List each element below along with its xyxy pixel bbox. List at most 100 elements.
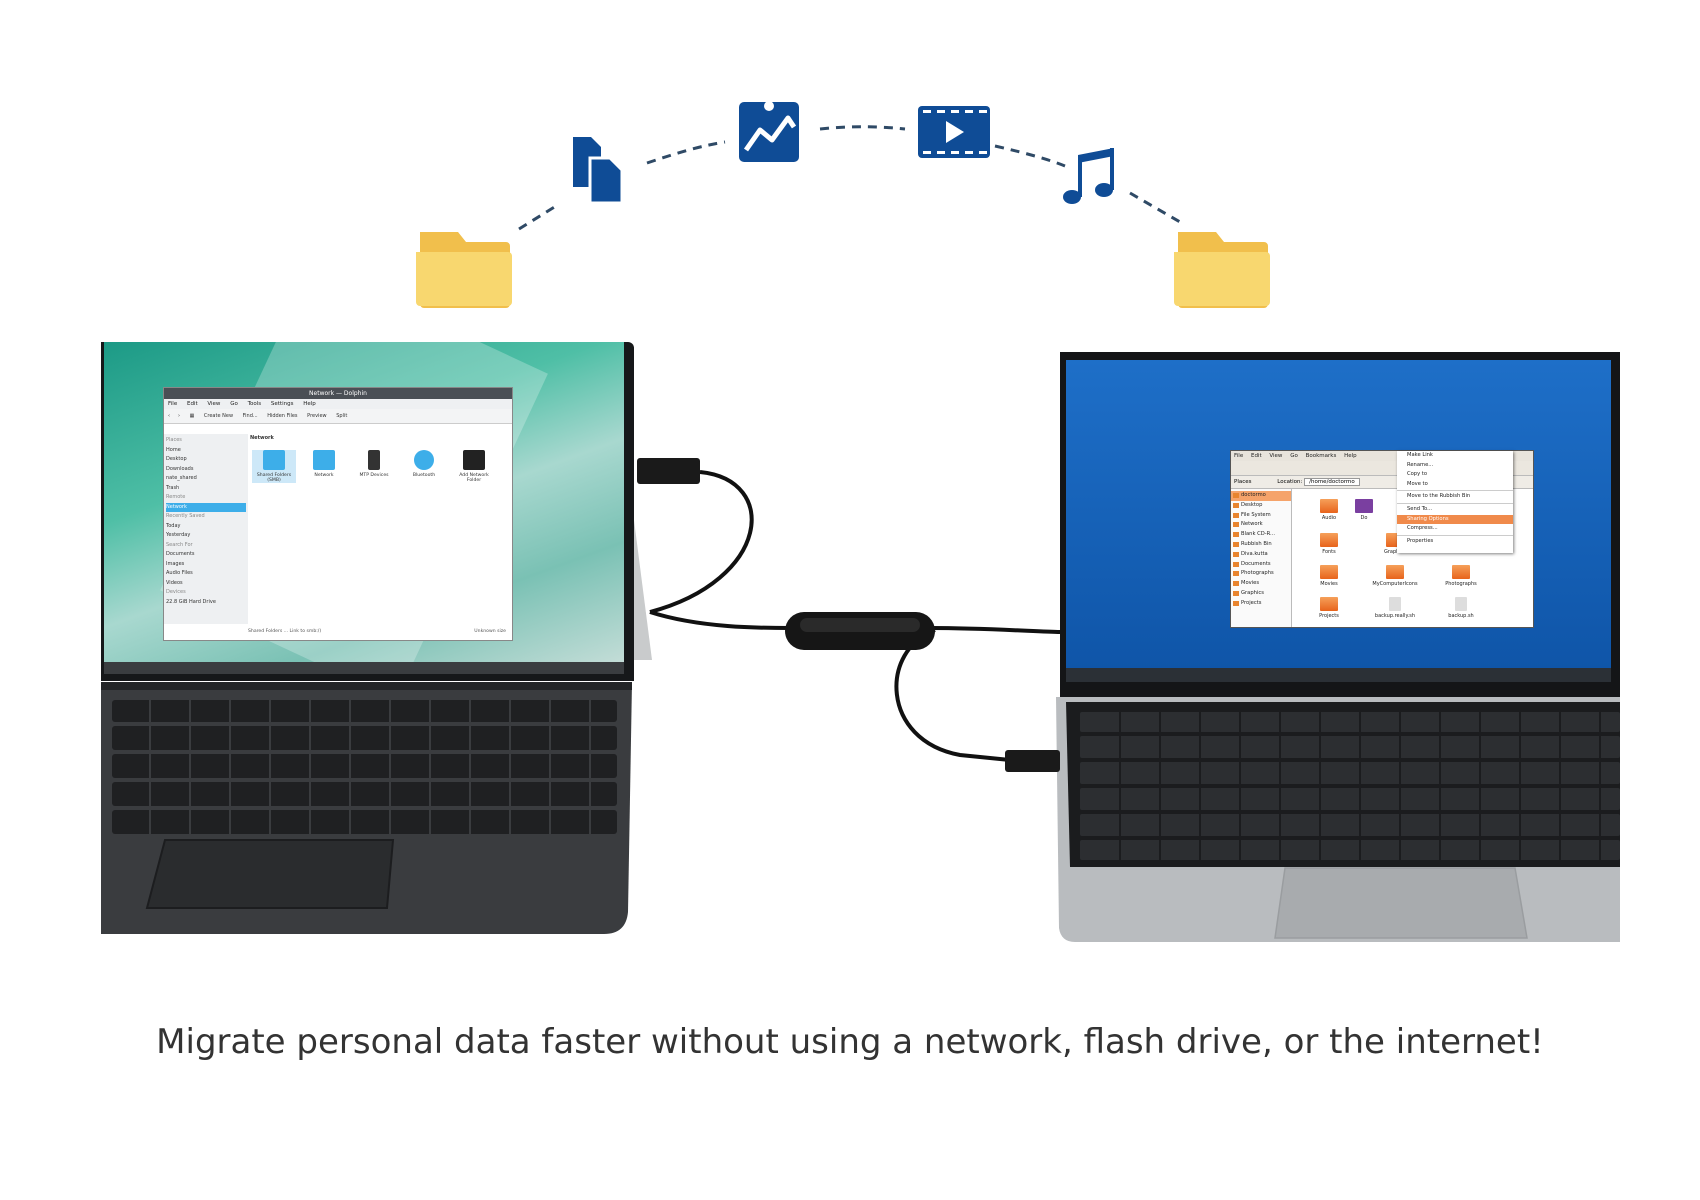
place-item[interactable]: Videos (166, 579, 183, 586)
documents-icon (573, 137, 624, 205)
recent-header: Recently Saved (166, 513, 205, 519)
item-network[interactable]: Network (302, 450, 346, 478)
location-label: Network (250, 435, 274, 441)
item-mtp-devices[interactable]: MTP Devices (352, 450, 396, 478)
menu-bar: File Edit View Go Tools Settings Help (164, 399, 512, 409)
menu-tools[interactable]: Tools (247, 401, 262, 407)
toolbar: ‹ › ▦ Create New Find... Hidden Files Pre… (164, 409, 512, 424)
place-item[interactable]: doctormo (1231, 491, 1291, 501)
place-item[interactable]: Today (166, 522, 181, 529)
menu-bar: File Edit View Go Bookmarks Help (1231, 451, 1533, 461)
menu-item-rename[interactable]: Rename... (1407, 461, 1434, 468)
place-item-network[interactable]: Network (166, 502, 246, 512)
place-item[interactable]: Images (166, 560, 185, 567)
file-item[interactable]: Movies (1301, 565, 1357, 587)
menu-item-sharing-options[interactable]: Sharing Options (1397, 514, 1513, 525)
status-text: Shared Folders ... Link to smb:/) (248, 629, 322, 634)
window-title: Network — Dolphin (164, 388, 512, 399)
place-item[interactable]: Documents (1231, 560, 1291, 570)
place-item[interactable]: Graphics (1231, 589, 1291, 599)
menu-file[interactable]: File (168, 401, 178, 407)
menu-help[interactable]: Help (303, 401, 316, 407)
menu-item-compress[interactable]: Compress... (1407, 525, 1438, 532)
back-icon[interactable]: ‹ (168, 413, 170, 419)
usb-plug-left (637, 458, 700, 484)
music-icon (1063, 148, 1114, 204)
file-item[interactable]: Do (1349, 499, 1379, 521)
place-item[interactable]: Downloads (166, 465, 194, 472)
view-mode-icon[interactable]: ▦ (189, 413, 195, 419)
file-browser-window: File Edit View Go Bookmarks Help Places … (1231, 451, 1533, 627)
forward-icon[interactable]: › (178, 413, 180, 419)
place-item[interactable]: Trash (166, 484, 180, 491)
devices-header: Devices (166, 589, 186, 595)
menu-item-properties[interactable]: Properties (1407, 537, 1434, 544)
create-new-button[interactable]: Create New (203, 413, 234, 419)
left-taskbar (104, 662, 624, 674)
hidden-files-button[interactable]: Hidden Files (267, 413, 298, 419)
menu-separator (1397, 490, 1513, 492)
usb-plug-right (1005, 750, 1060, 772)
menu-file[interactable]: File (1234, 453, 1244, 459)
file-item[interactable]: MyComputerIcons (1367, 565, 1423, 587)
context-menu: Make Link Rename... Copy to Move to Move… (1397, 451, 1513, 553)
place-item[interactable]: Movies (1231, 579, 1291, 589)
menu-item-move-to[interactable]: Move to (1407, 480, 1428, 487)
status-size: Unknown size (474, 629, 506, 634)
preview-button[interactable]: Preview (307, 413, 327, 419)
menu-go[interactable]: Go (1290, 453, 1298, 459)
menu-go[interactable]: Go (230, 401, 238, 407)
place-item[interactable]: Desktop (166, 456, 187, 462)
place-item[interactable]: Photographs (1231, 569, 1291, 579)
place-item[interactable]: Home (166, 446, 181, 453)
location-input[interactable]: /home/doctormo (1304, 478, 1360, 486)
places-dropdown[interactable]: Places (1234, 479, 1252, 485)
place-item[interactable]: nate_shared (166, 475, 197, 481)
place-item[interactable]: File System (1231, 511, 1291, 521)
split-button[interactable]: Split (336, 413, 348, 419)
menu-item-move-to-rubbish-bin[interactable]: Move to the Rubbish Bin (1407, 493, 1471, 500)
place-item[interactable]: Desktop (1231, 501, 1291, 511)
file-item[interactable]: backup.really.sh (1367, 597, 1423, 619)
menu-separator (1397, 502, 1513, 504)
place-item[interactable]: Projects (1231, 599, 1291, 609)
file-item[interactable]: Projects (1301, 597, 1357, 619)
menu-edit[interactable]: Edit (1250, 453, 1262, 459)
right-taskbar (1066, 668, 1611, 682)
menu-settings[interactable]: Settings (270, 401, 294, 407)
item-add-network-folder[interactable]: Add Network Folder (452, 450, 496, 483)
menu-item-make-link[interactable]: Make Link (1407, 452, 1433, 458)
file-item[interactable]: Audio (1301, 499, 1357, 521)
place-item[interactable]: 22.8 GiB Hard Drive (166, 598, 216, 605)
item-shared-folders[interactable]: Shared Folders (SMB) (252, 450, 296, 483)
item-bluetooth[interactable]: Bluetooth (402, 450, 446, 478)
left-laptop-screen: Network — Dolphin File Edit View Go Tool… (104, 342, 624, 672)
place-item[interactable]: Documents (166, 551, 195, 557)
places-header: Places (166, 437, 182, 443)
file-item[interactable]: Photographs (1433, 565, 1489, 587)
remote-header: Remote (166, 494, 186, 500)
folder-icon (416, 232, 512, 308)
dolphin-window: Network — Dolphin File Edit View Go Tool… (164, 388, 512, 640)
menu-help[interactable]: Help (1344, 453, 1357, 459)
place-item[interactable]: Yesterday (166, 532, 191, 538)
right-laptop-screen: File Edit View Go Bookmarks Help Places … (1066, 360, 1611, 670)
place-item[interactable]: Rubbish Bin (1231, 540, 1291, 550)
menu-separator (1397, 534, 1513, 536)
menu-view[interactable]: View (207, 401, 221, 407)
image-icon (739, 101, 799, 162)
menu-bookmarks[interactable]: Bookmarks (1305, 453, 1337, 459)
find-button[interactable]: Find... (242, 413, 258, 419)
place-item[interactable]: Network (1231, 520, 1291, 530)
place-item[interactable]: Blank CD-R... (1231, 530, 1291, 540)
places-panel: doctormo Desktop File System Network Bla… (1231, 489, 1292, 627)
status-bar: Shared Folders ... Link to smb:/) Unknow… (248, 626, 508, 638)
file-item[interactable]: backup.sh (1433, 597, 1489, 619)
file-item[interactable]: Fonts (1301, 533, 1357, 555)
menu-view[interactable]: View (1269, 453, 1283, 459)
menu-edit[interactable]: Edit (186, 401, 198, 407)
place-item[interactable]: Audio Files (166, 570, 193, 576)
menu-item-copy-to[interactable]: Copy to (1407, 471, 1428, 478)
place-item[interactable]: Diva.kutta (1231, 550, 1291, 560)
menu-item-send-to[interactable]: Send To... (1407, 505, 1433, 512)
